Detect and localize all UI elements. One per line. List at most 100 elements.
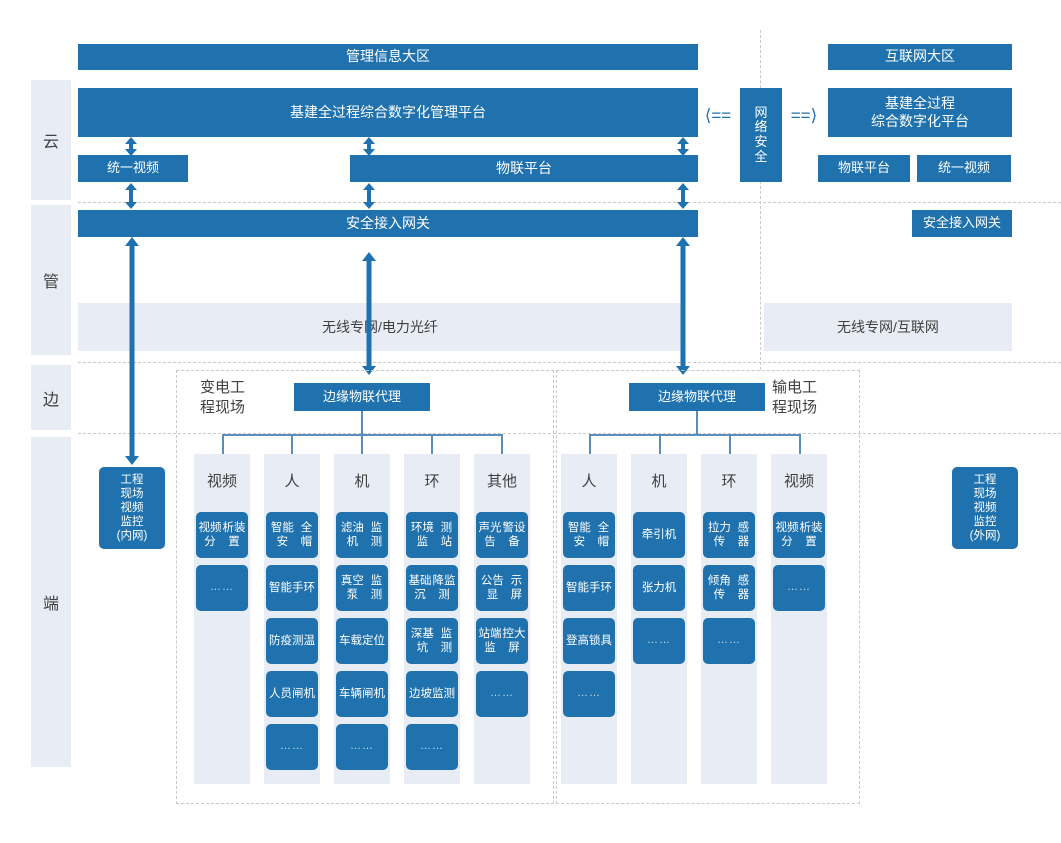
isolation-char-3: 全 [754, 148, 768, 164]
internet-platform-line1: 基建全过程 [885, 95, 955, 111]
right-group-column-0-item-2[interactable]: 登高锁具 [563, 618, 615, 664]
right-tree-drop-2 [729, 434, 731, 454]
left-group-column-1-item-1[interactable]: 智能手环 [266, 565, 318, 611]
right-group-column-1-title: 机 [651, 473, 667, 490]
arrow-platform-iot-right [676, 137, 690, 156]
internet-platform: 基建全过程 综合数字化平台 [828, 88, 1012, 137]
layer-label-edge: 边 [31, 365, 71, 430]
separator-edge-end [78, 433, 1061, 434]
layer-label-end: 端 [31, 437, 71, 767]
vme-line-3: 监控 [973, 516, 997, 528]
left-tree-drop-4 [501, 434, 503, 454]
internet-unified-video: 统一视频 [917, 155, 1011, 182]
left-tree-drop-1 [291, 434, 293, 454]
intranet-iot-platform: 物联平台 [350, 155, 698, 182]
left-group-column-3-title: 环 [424, 473, 440, 490]
left-group-column-4-item-2[interactable]: 站端监控大屏 [476, 618, 528, 664]
right-group-column-0-item-1[interactable]: 智能手环 [563, 565, 615, 611]
left-group-column-2-item-2[interactable]: 车载定位 [336, 618, 388, 664]
left-group-column-4-item-3[interactable]: …… [476, 671, 528, 717]
left-group-column-1-item-0[interactable]: 智能安全帽 [266, 512, 318, 558]
right-group-column-0-item-3[interactable]: …… [563, 671, 615, 717]
vmi-line-0: 工程 [120, 473, 144, 486]
left-group-column-1-item-2[interactable]: 防疫测温 [266, 618, 318, 664]
left-site-name: 变电工 程现场 [200, 378, 290, 419]
left-group-column-0-item-1[interactable]: …… [196, 565, 248, 611]
left-group-column-4-item-0[interactable]: 声光告警设备 [476, 512, 528, 558]
layer-label-cloud: 云 [31, 80, 71, 200]
arrow-platform-iot-left [362, 137, 376, 156]
left-group-column-4-title: 其他 [486, 473, 517, 490]
layer-label-edge-text: 边 [42, 391, 59, 409]
left-group-column-1-item-4[interactable]: …… [266, 724, 318, 770]
left-group-column-2-item-3[interactable]: 车辆闸机 [336, 671, 388, 717]
internet-platform-line2: 综合数字化平台 [871, 112, 969, 129]
intranet-zone-title: 管理信息大区 [78, 44, 698, 70]
right-site-name-line2: 程现场 [772, 399, 818, 417]
left-group-column-0-item-0[interactable]: 视频分析装置 [196, 512, 248, 558]
right-group-column-0-title: 人 [581, 473, 597, 490]
intranet-network-band: 无线专网/电力光纤 [78, 303, 682, 351]
vme-line-4: (外网) [969, 530, 1001, 543]
left-group-column-0-title: 视频 [206, 473, 237, 490]
vmi-line-4: (内网) [116, 530, 148, 543]
right-site-boundary [556, 370, 860, 804]
intranet-unified-video: 统一视频 [78, 155, 188, 182]
right-group-column-3-title: 视频 [783, 473, 814, 490]
isolation-arrow-right-icon: ==⟩ [790, 106, 818, 125]
right-edge-agent: 边缘物联代理 [629, 383, 765, 411]
arrow-gateway-to-edge-agent-left [361, 252, 377, 375]
left-group-column-3-item-2[interactable]: 深基坑监测 [406, 618, 458, 664]
right-group-column-1-item-1[interactable]: 张力机 [633, 565, 685, 611]
left-edge-agent: 边缘物联代理 [294, 383, 430, 411]
right-site-name: 输电工 程现场 [772, 378, 862, 419]
right-group-column-3-item-1[interactable]: …… [773, 565, 825, 611]
left-tree-drop-3 [431, 434, 433, 454]
internet-security-gateway: 安全接入网关 [912, 210, 1012, 237]
left-group-column-3-item-1[interactable]: 基础沉降监测 [406, 565, 458, 611]
layer-label-pipe-text: 管 [42, 274, 59, 291]
left-group-column-2-item-1[interactable]: 真空泵监测 [336, 565, 388, 611]
right-group-column-2-item-2[interactable]: …… [703, 618, 755, 664]
right-group-column-2-title: 环 [721, 473, 737, 490]
video-monitor-internet-box: 工程 现场 视频 监控 (外网) [952, 467, 1018, 549]
isolation-char-1: 络 [754, 119, 768, 135]
right-group-column-2-item-0[interactable]: 拉力传感器 [703, 512, 755, 558]
isolation-char-0: 网 [754, 104, 768, 120]
arrow-platform-unified-video [124, 137, 138, 156]
right-group-column-1-item-0[interactable]: 牵引机 [633, 512, 685, 558]
left-group-column-2-item-0[interactable]: 滤油机监测 [336, 512, 388, 558]
layer-label-end-text: 端 [42, 596, 59, 613]
arrow-unified-video-gateway [124, 183, 138, 209]
right-site-name-line1: 输电工 [772, 379, 818, 396]
arrow-gateway-to-edge-agent-right [675, 237, 691, 375]
right-tree-trunk [696, 411, 698, 434]
right-group-column-1-item-2[interactable]: …… [633, 618, 685, 664]
left-group-column-4-item-1[interactable]: 公告显示屏 [476, 565, 528, 611]
right-group-column-2-item-1[interactable]: 倾角传感器 [703, 565, 755, 611]
right-tree-drop-3 [799, 434, 801, 454]
isolation-char-2: 安 [754, 134, 768, 149]
left-group-column-0: 视频 [194, 454, 250, 784]
left-group-column-3-item-3[interactable]: 边坡监测 [406, 671, 458, 717]
left-site-name-line2: 程现场 [200, 399, 246, 417]
left-site-boundary [176, 370, 554, 804]
arrow-gateway-to-video-monitor [124, 237, 140, 465]
vme-line-1: 现场 [973, 487, 997, 500]
left-group-column-3-item-0[interactable]: 环境监测站 [406, 512, 458, 558]
layer-label-cloud-text: 云 [42, 134, 59, 151]
right-group-column-0-item-0[interactable]: 智能安全帽 [563, 512, 615, 558]
vmi-line-1: 现场 [120, 487, 144, 500]
isolation-arrow-left-icon: ⟨== [704, 106, 732, 125]
right-group-column-3: 视频 [771, 454, 827, 784]
vme-line-0: 工程 [973, 473, 997, 486]
right-tree-bus [589, 434, 800, 436]
left-group-column-3-item-4[interactable]: …… [406, 724, 458, 770]
left-group-column-1-item-3[interactable]: 人员闸机 [266, 671, 318, 717]
left-group-column-2-item-4[interactable]: …… [336, 724, 388, 770]
arrow-iot-gateway-right [676, 183, 690, 209]
left-tree-drop-0 [222, 434, 224, 454]
internet-zone-title: 互联网大区 [828, 44, 1012, 70]
right-group-column-3-item-0[interactable]: 视频分析装置 [773, 512, 825, 558]
separator-cloud-pipe [78, 202, 1061, 203]
